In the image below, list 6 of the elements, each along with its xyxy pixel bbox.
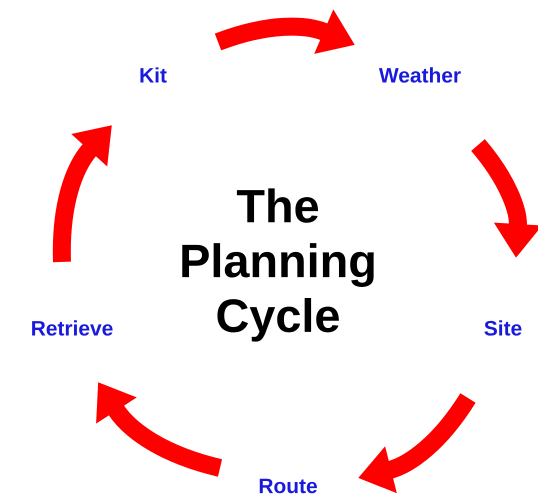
step-label: Weather [378, 67, 461, 83]
step-label: Site [484, 320, 522, 336]
title: The Planning Cycle [182, 188, 374, 342]
step-label: Kit [140, 67, 167, 83]
step-label: Route [260, 478, 317, 494]
step-label: Retrieve [32, 320, 113, 336]
